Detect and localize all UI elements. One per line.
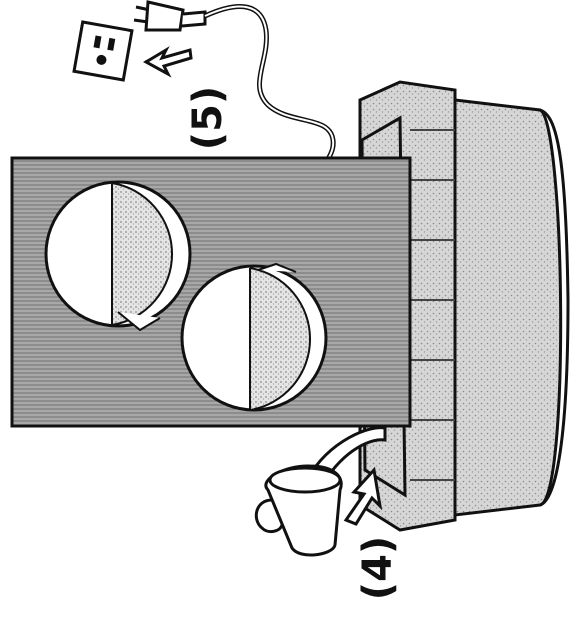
measuring-cup-icon	[256, 466, 341, 555]
wall-outlet-icon	[74, 22, 132, 80]
step-5-label: (5)	[185, 86, 231, 150]
power-plug-icon	[134, 2, 205, 30]
bread-slot-lower	[182, 264, 326, 410]
step-4-label: (4)	[355, 536, 401, 600]
unplug-arrow-icon	[146, 50, 191, 74]
